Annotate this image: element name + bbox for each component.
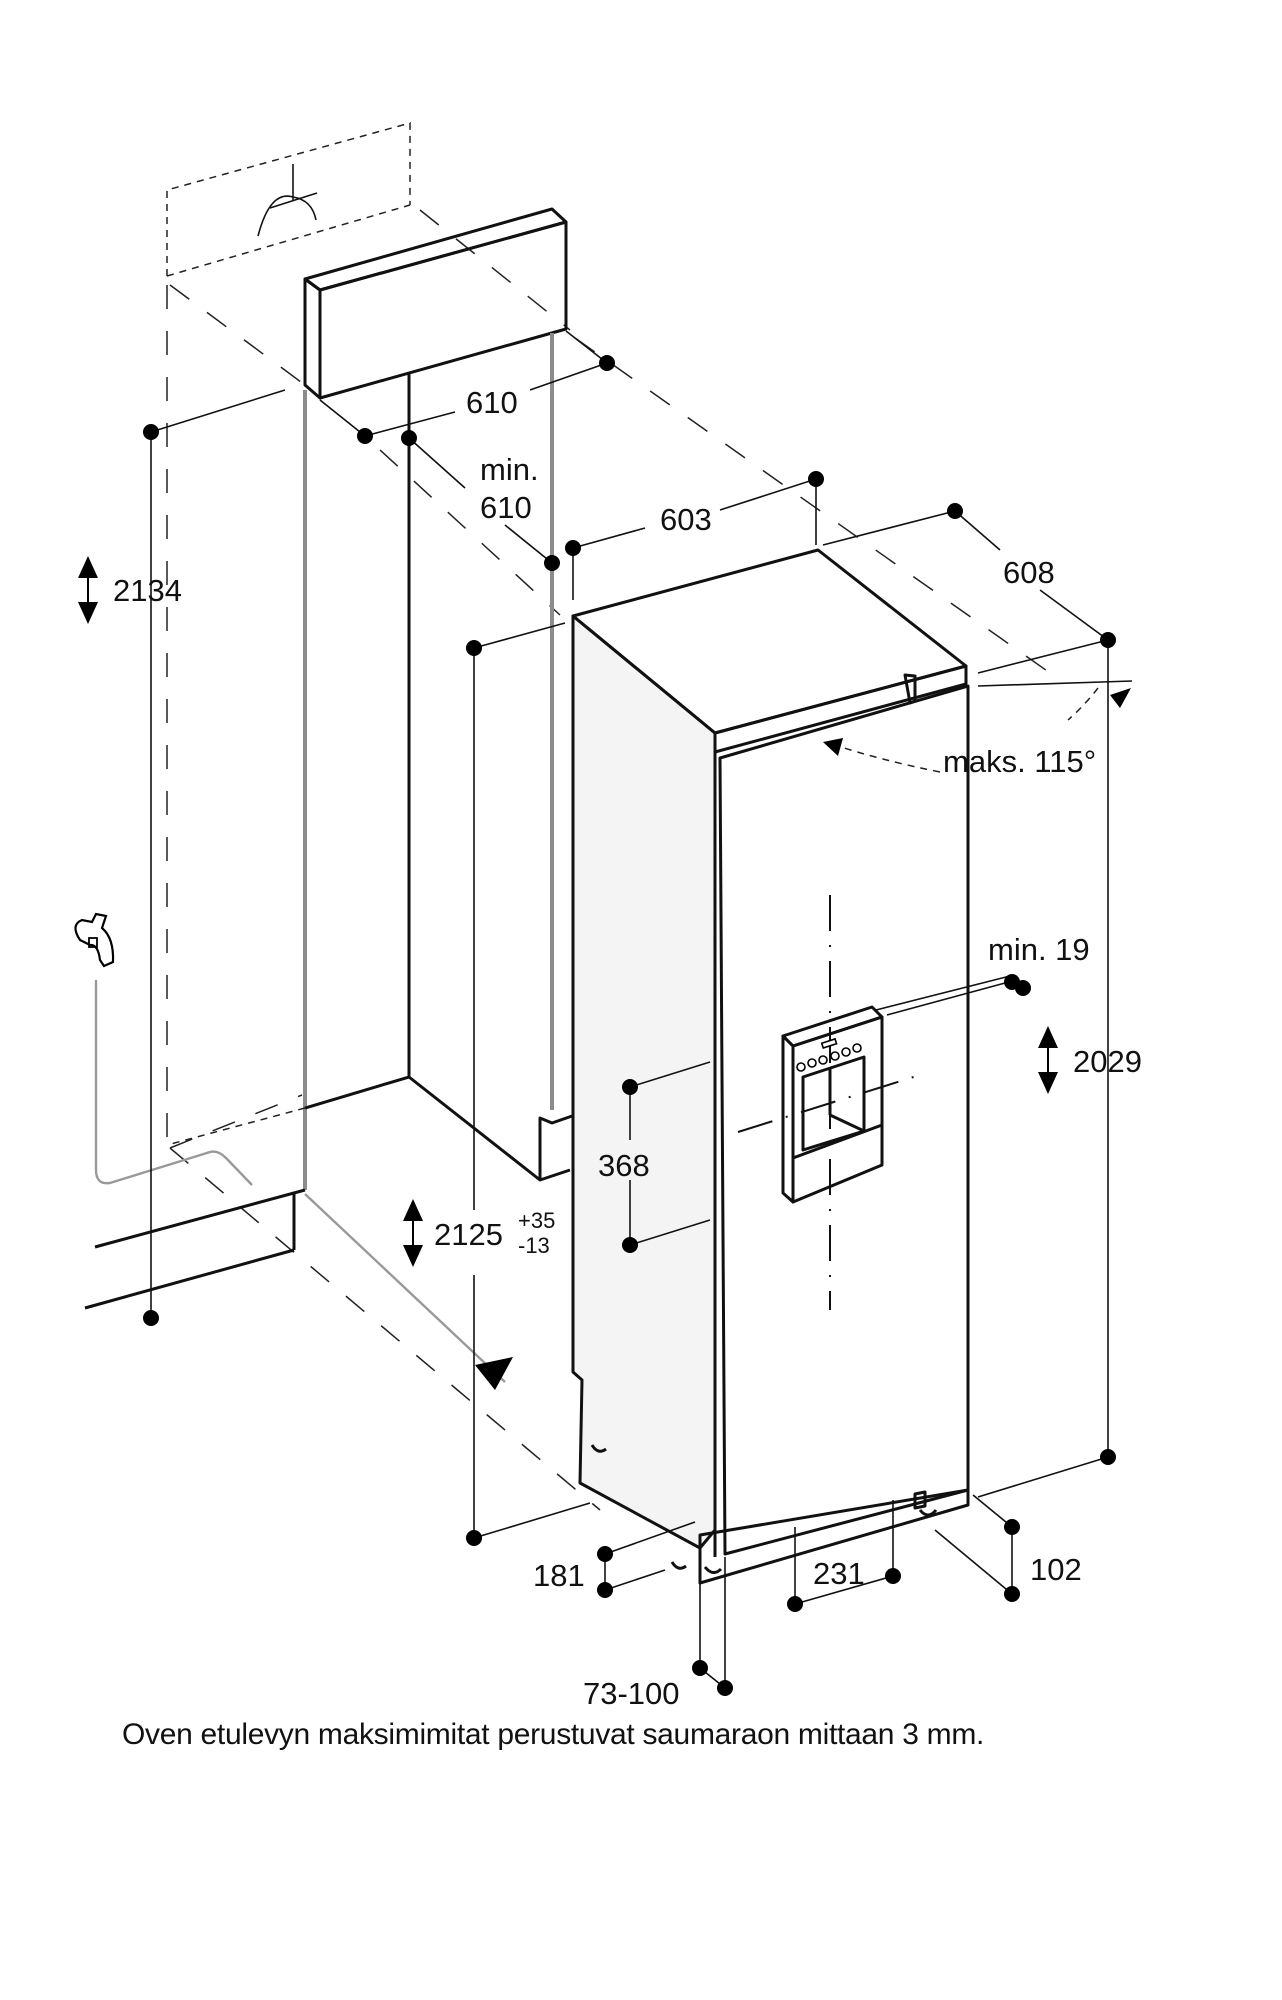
dim-niche-width: 610	[466, 385, 518, 420]
dim-appliance-height: 2029	[1073, 1044, 1142, 1079]
arrow-head-icon	[1110, 688, 1131, 708]
dim-plinth-left: 181	[533, 1558, 585, 1593]
dim-side-clearance: min. 19	[988, 932, 1090, 967]
power-socket-icon	[257, 164, 318, 237]
double-arrow-icon	[1038, 1026, 1058, 1094]
fridge-body	[571, 548, 970, 1585]
dim-niche-height: 2134	[113, 573, 182, 608]
ice-water-dispenser	[737, 895, 921, 1310]
dim-plinth-right: 102	[1030, 1552, 1082, 1587]
dimension-lines	[150, 330, 1133, 1689]
dimension-dots	[143, 355, 1116, 1696]
dim-door-gap: 73-100	[583, 1676, 680, 1711]
dim-door-tol-plus: +35	[518, 1208, 555, 1233]
dim-niche-depth-label: min.	[480, 452, 539, 487]
dim-appliance-width: 603	[660, 502, 712, 537]
dim-plinth-centre: 231	[813, 1556, 865, 1591]
dispenser-buttons	[796, 1043, 862, 1072]
footnote-caption: Oven etulevyn maksimimitat perustuvat sa…	[122, 1718, 985, 1751]
double-arrow-icon	[403, 1199, 423, 1267]
top-panel	[303, 207, 568, 400]
water-hose	[94, 980, 253, 1186]
water-tap-icon	[74, 912, 115, 968]
dim-door-tol-minus: -13	[518, 1233, 550, 1258]
socket-zone-outline	[166, 122, 411, 277]
arrow-head-icon	[823, 738, 843, 756]
double-arrow-icon	[78, 556, 98, 624]
dim-door-angle: maks. 115°	[943, 744, 1096, 779]
floor-direction-arrow-icon	[475, 1357, 513, 1390]
niche-walls	[84, 333, 576, 1383]
dim-niche-depth-value: 610	[480, 490, 532, 525]
dim-appliance-depth: 608	[1003, 555, 1055, 590]
dim-dispenser-height: 368	[598, 1148, 650, 1183]
dim-door-height: 2125	[434, 1217, 503, 1252]
